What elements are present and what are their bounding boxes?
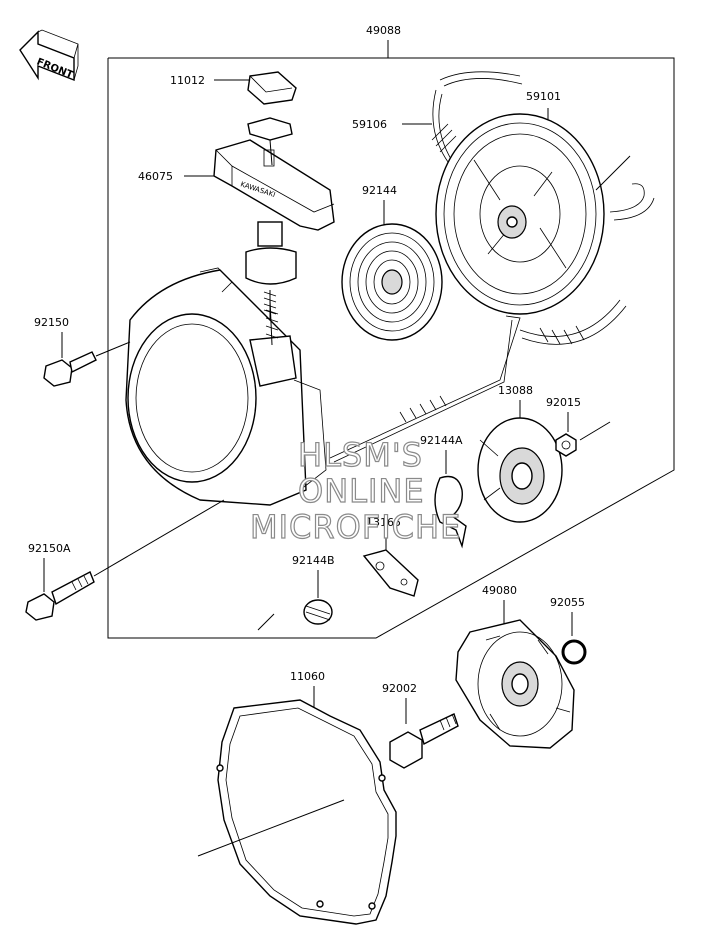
label-59106: 59106 bbox=[352, 118, 387, 131]
label-13088: 13088 bbox=[498, 384, 533, 397]
part-11060-gasket bbox=[197, 699, 397, 925]
label-92002: 92002 bbox=[382, 682, 417, 695]
part-starter-case bbox=[125, 267, 327, 506]
part-59106-rope bbox=[431, 71, 655, 345]
part-59101-reel bbox=[435, 113, 631, 315]
assembly-frame bbox=[107, 57, 675, 639]
label-92144: 92144 bbox=[362, 184, 397, 197]
label-49088: 49088 bbox=[366, 24, 401, 37]
part-92055-oring bbox=[561, 639, 587, 665]
part-92144B-spring bbox=[257, 599, 333, 631]
label-92150: 92150 bbox=[34, 316, 69, 329]
watermark: HLSM'S ONLINE MICROFICHE bbox=[249, 435, 461, 546]
part-92150-bolt bbox=[43, 341, 131, 387]
part-49080-pulley bbox=[455, 619, 575, 749]
label-49080: 49080 bbox=[482, 584, 517, 597]
label-92144B: 92144B bbox=[292, 554, 335, 567]
part-13088-ratchet bbox=[477, 417, 563, 523]
part-92150A-bolt bbox=[25, 499, 225, 621]
part-92002-bolt bbox=[389, 713, 459, 769]
part-11012-cap bbox=[247, 71, 297, 105]
label-46075: 46075 bbox=[138, 170, 173, 183]
label-13165: 13165 bbox=[366, 516, 401, 529]
front-arrow-icon: FRONT bbox=[19, 29, 79, 81]
part-92015-nut bbox=[555, 421, 611, 457]
label-92015: 92015 bbox=[546, 396, 581, 409]
label-59101: 59101 bbox=[526, 90, 561, 103]
label-11012: 11012 bbox=[170, 74, 205, 87]
label-92144A: 92144A bbox=[420, 434, 463, 447]
label-92055: 92055 bbox=[550, 596, 585, 609]
watermark-line-1: HLSM'S bbox=[298, 436, 423, 474]
watermark-line-3: MICROFICHE bbox=[250, 508, 461, 546]
part-13165-pawl bbox=[362, 549, 419, 597]
label-11060: 11060 bbox=[290, 670, 325, 683]
part-46075-handle: KAWASAKI bbox=[213, 117, 335, 330]
part-92144-spring bbox=[341, 223, 443, 341]
part-92144A-spring bbox=[434, 475, 467, 549]
label-92150A: 92150A bbox=[28, 542, 71, 555]
part-rope-guide bbox=[329, 315, 521, 463]
watermark-line-2: ONLINE bbox=[298, 472, 425, 510]
